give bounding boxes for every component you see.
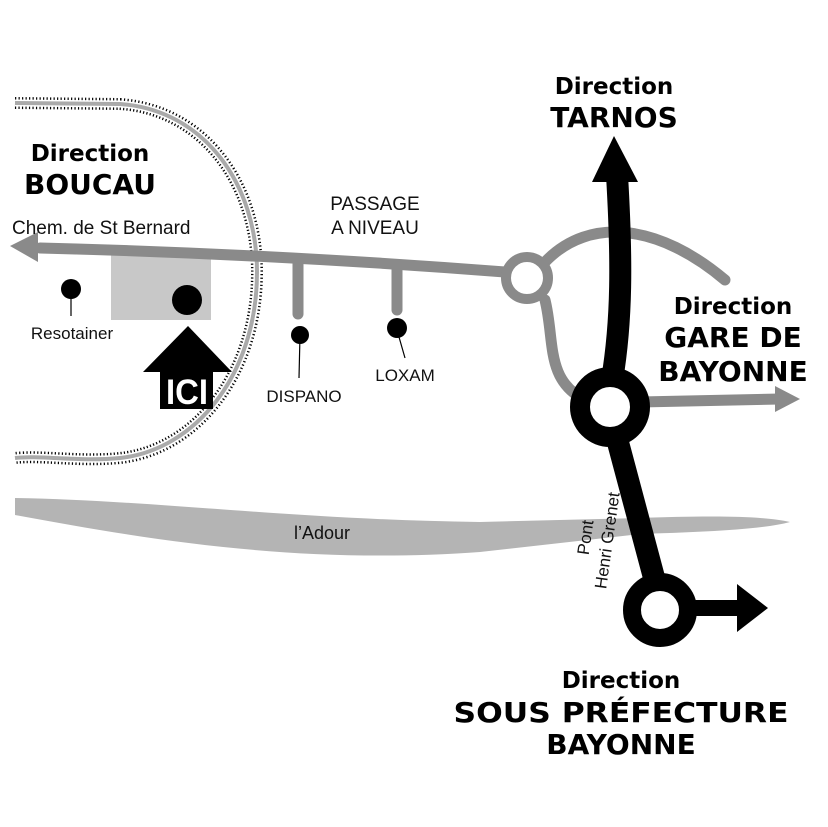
gare-name-2: BAYONNE xyxy=(658,355,807,388)
dispano-label: DISPANO xyxy=(266,387,341,406)
tarnos-direction: Direction xyxy=(555,74,674,100)
poi-dispano: DISPANO xyxy=(266,326,342,406)
roundabout-small xyxy=(501,252,553,304)
passage-label-2: A NIVEAU xyxy=(331,218,419,239)
loxam-label: LOXAM xyxy=(375,366,435,385)
arrow-east-gare xyxy=(775,386,800,412)
tarnos-name: TARNOS xyxy=(550,101,678,134)
gare-name-1: GARE DE xyxy=(664,321,801,354)
bridge-label-1: Pont xyxy=(574,519,598,557)
arrow-east-sous-prefecture xyxy=(737,584,768,632)
road-label-st-bernard: Chem. de St Bernard xyxy=(12,218,190,239)
gare-direction: Direction xyxy=(674,294,793,320)
ici-label: ICI xyxy=(166,373,208,412)
roundabout-pont xyxy=(570,367,650,447)
river-adour xyxy=(15,498,790,556)
passage-label-1: PASSAGE xyxy=(330,194,419,215)
boucau-name: BOUCAU xyxy=(24,168,156,201)
sous-prefecture-name-1: SOUS PRÉFECTURE xyxy=(454,695,789,729)
ici-marker: ICI xyxy=(143,326,232,412)
railway xyxy=(14,97,264,466)
poi-marker xyxy=(61,279,81,299)
sous-prefecture-direction: Direction xyxy=(562,668,681,694)
boucau-direction: Direction xyxy=(31,141,150,167)
site-marker xyxy=(172,285,202,315)
resotainer-label: Resotainer xyxy=(31,324,114,343)
poi-resotainer: Resotainer xyxy=(31,279,114,343)
roundabout-south xyxy=(623,573,697,647)
sous-prefecture-name-2: BAYONNE xyxy=(546,728,695,761)
poi-loxam: LOXAM xyxy=(375,318,435,385)
bridge-label-2: Henri Grenet xyxy=(591,491,623,590)
river-label: l’Adour xyxy=(294,523,350,543)
arrow-west-boucau xyxy=(10,232,38,262)
arrow-north-tarnos xyxy=(592,136,638,182)
